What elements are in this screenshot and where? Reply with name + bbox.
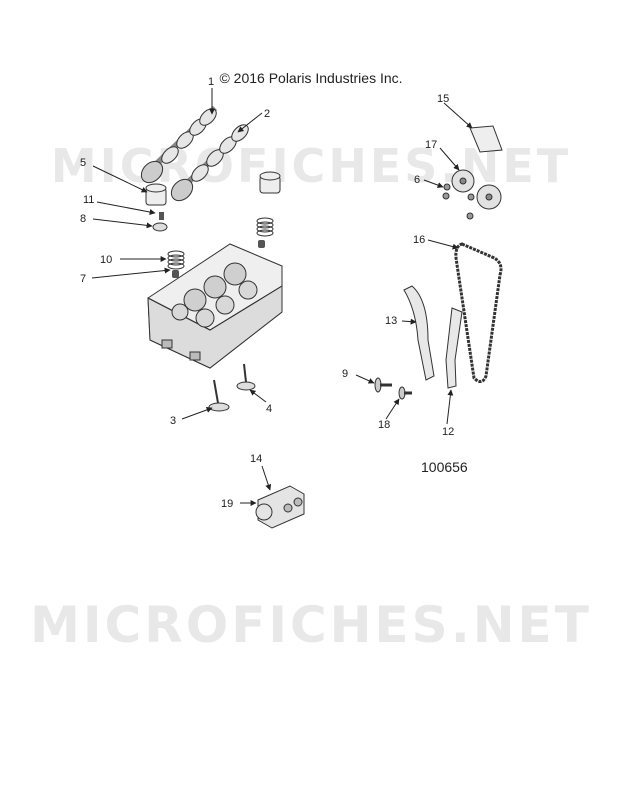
- camshaft-exhaust: [170, 124, 249, 202]
- exhaust-valve: [236, 363, 256, 391]
- leader-lines: [91, 88, 473, 506]
- callout-3: 3: [170, 415, 176, 427]
- callout-17: 17: [425, 139, 437, 151]
- callout-2: 2: [264, 108, 270, 120]
- callout-7: 7: [80, 273, 86, 285]
- diagram-number: 100656: [421, 459, 468, 475]
- intake-valve: [208, 379, 230, 412]
- callout-11: 11: [83, 194, 94, 206]
- valve-stem-seal: [172, 240, 265, 278]
- callout-6: 6: [414, 174, 420, 186]
- callout-4: 4: [266, 403, 272, 415]
- chain-tensioner-guide: [403, 285, 435, 381]
- valve-spring: [167, 217, 274, 270]
- callout-10: 10: [100, 254, 112, 266]
- cylinder-head: [147, 243, 283, 369]
- camshaft-intake: [140, 105, 218, 184]
- callout-5: 5: [80, 157, 86, 169]
- chain-tensioner: [255, 485, 305, 529]
- callout-18: 18: [378, 419, 390, 431]
- callout-13: 13: [385, 315, 397, 327]
- sprocket-bolt: [442, 183, 475, 220]
- copyright-text: © 2016 Polaris Industries Inc.: [219, 70, 403, 86]
- callout-16: 16: [413, 234, 425, 246]
- callout-1: 1: [208, 76, 214, 88]
- guide-bolt: [374, 377, 412, 400]
- callout-8: 8: [80, 213, 86, 225]
- valve-keeper: [159, 212, 164, 220]
- chain-guide: [445, 307, 463, 389]
- callout-9: 9: [342, 368, 348, 380]
- valve-tappet-bucket: [145, 171, 281, 206]
- callout-14: 14: [250, 453, 262, 465]
- spring-retainer: [152, 222, 168, 232]
- cam-sprocket: [451, 169, 502, 210]
- callout-12: 12: [442, 426, 454, 438]
- callout-15: 15: [437, 93, 449, 105]
- timing-chain: [454, 242, 503, 383]
- cover-plate: [469, 125, 503, 153]
- callout-19: 19: [221, 498, 233, 510]
